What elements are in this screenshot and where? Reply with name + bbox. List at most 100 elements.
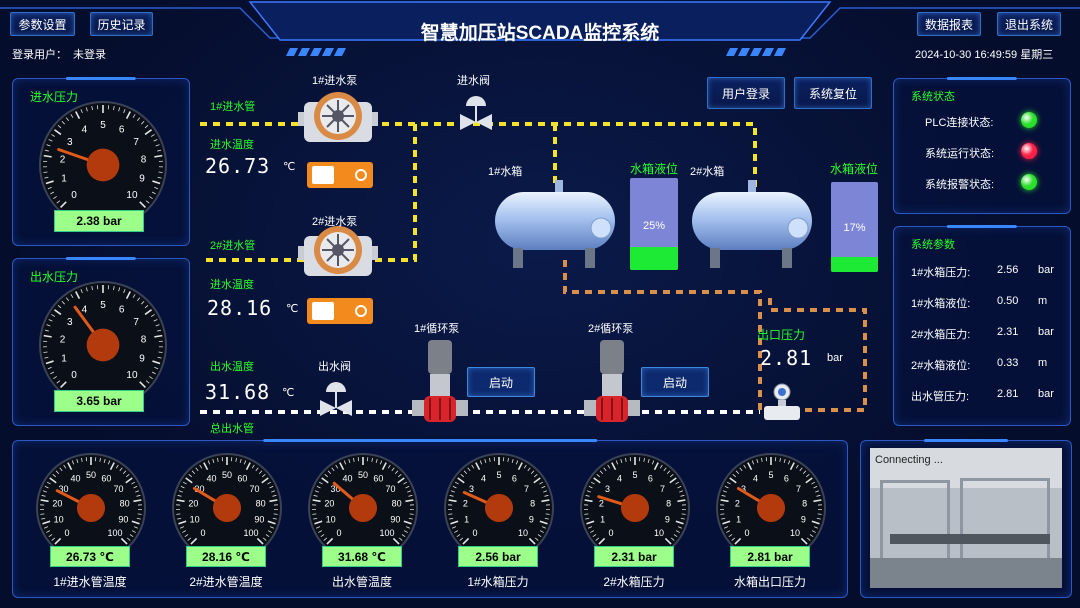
gauge-tick bbox=[239, 458, 242, 463]
gauge-tick bbox=[592, 534, 597, 537]
gauge-tick bbox=[125, 477, 133, 484]
outlet-valve-label: 出水阀 bbox=[318, 361, 351, 373]
gauge-tick bbox=[596, 473, 601, 478]
gauge-tick bbox=[408, 494, 413, 497]
gauge-tick bbox=[348, 458, 351, 463]
gauge-tick bbox=[449, 517, 454, 520]
gauge-tick bbox=[61, 120, 65, 125]
gauge-tick bbox=[381, 462, 387, 471]
gauge-tick-label: 4 bbox=[481, 474, 486, 484]
gauge-tick-label: 70 bbox=[113, 484, 123, 494]
gauge-tick bbox=[545, 513, 550, 515]
circ-pump-2-icon[interactable] bbox=[582, 338, 642, 430]
system-reset-button[interactable]: 系统复位 bbox=[794, 77, 872, 109]
gauge-tick bbox=[207, 460, 211, 465]
gauge-tick bbox=[527, 467, 531, 472]
gauge-tick bbox=[314, 490, 319, 493]
gauge-tick bbox=[467, 467, 471, 472]
gauge-tick bbox=[720, 513, 725, 515]
level2-bar: 17% bbox=[831, 182, 878, 272]
gauge-tick bbox=[267, 530, 272, 533]
gauge-tick bbox=[57, 125, 62, 129]
gauge-tick-label: 2 bbox=[735, 499, 740, 509]
gauge-tick bbox=[471, 464, 475, 469]
camera-feed[interactable]: Connecting ... bbox=[870, 448, 1062, 588]
gauge-tick-label: 4 bbox=[753, 474, 758, 484]
gauge-tick bbox=[61, 300, 65, 305]
gauge-tick bbox=[157, 329, 162, 332]
gauge-tick bbox=[675, 520, 684, 525]
flow-meter-icon bbox=[764, 383, 800, 420]
gauge-tick-label: 1 bbox=[61, 354, 67, 365]
gauge-tick bbox=[729, 477, 737, 484]
gauge-tick bbox=[537, 534, 542, 537]
gauge-label: 进水压力 bbox=[30, 90, 79, 104]
gauge-tick bbox=[75, 111, 81, 120]
gauge-tick bbox=[153, 319, 158, 322]
outlet-valve-icon[interactable] bbox=[318, 380, 354, 420]
gauge-hub bbox=[86, 148, 120, 182]
gauge-tick bbox=[679, 490, 684, 493]
gauge-tick bbox=[789, 462, 795, 471]
gauge-tick bbox=[511, 458, 514, 463]
out-pressure-value: 2.81 bbox=[760, 346, 813, 370]
settings-button[interactable]: 参数设置 bbox=[10, 12, 75, 36]
exit-button[interactable]: 退出系统 bbox=[997, 12, 1061, 36]
gauge-tick bbox=[107, 460, 111, 465]
gauge-tick bbox=[144, 125, 149, 129]
gauge-tick bbox=[191, 470, 196, 475]
gauge-tick bbox=[149, 196, 153, 200]
tank1-icon bbox=[495, 180, 615, 268]
gauge-tick bbox=[398, 537, 403, 541]
temp2-label: 进水温度 bbox=[210, 279, 254, 291]
gauge-tick bbox=[81, 457, 83, 462]
gauge-tick bbox=[675, 530, 680, 533]
gauge-tick bbox=[408, 517, 413, 520]
gauge-tick bbox=[212, 458, 215, 463]
gauge-tick bbox=[462, 537, 470, 545]
gauge-tick bbox=[593, 477, 601, 484]
param-unit: m bbox=[1038, 357, 1048, 369]
gauge-tick-label: 1 bbox=[61, 174, 67, 185]
alarm-status-led bbox=[1021, 174, 1037, 190]
gauge-tick bbox=[677, 485, 682, 489]
gauge-tick bbox=[49, 477, 57, 484]
gauge-tick bbox=[449, 494, 454, 497]
gauge-tick bbox=[48, 139, 53, 142]
gauge-tick bbox=[320, 534, 325, 537]
gauge-tick bbox=[67, 462, 73, 471]
gauge-tick bbox=[806, 537, 811, 541]
gauge-tick bbox=[802, 470, 807, 475]
inlet-valve-icon[interactable] bbox=[458, 94, 494, 134]
gauge-tick bbox=[316, 485, 321, 489]
gauge-tick bbox=[539, 481, 544, 485]
gauge-tick-label: 7 bbox=[133, 317, 139, 328]
gauge-tick bbox=[267, 481, 272, 485]
gauge-tick bbox=[454, 530, 459, 533]
gauge-tick bbox=[272, 494, 277, 497]
gauge-tick bbox=[57, 305, 62, 309]
gauge-tick bbox=[132, 114, 136, 118]
report-button[interactable]: 数据报表 bbox=[917, 12, 981, 36]
pump2-toggle[interactable] bbox=[307, 298, 373, 324]
history-button[interactable]: 历史记录 bbox=[90, 12, 153, 36]
inlet-pump-1-icon[interactable] bbox=[298, 88, 378, 148]
circ1-start-button[interactable]: 启动 bbox=[467, 367, 535, 397]
datetime: 2024-10-30 16:49:59 星期三 bbox=[915, 49, 1054, 61]
inlet-pressure-value: 2.38 bar bbox=[54, 210, 144, 232]
gauge-tick-label: 0 bbox=[200, 528, 205, 538]
pump1-toggle[interactable] bbox=[307, 162, 373, 188]
circ2-start-button[interactable]: 启动 bbox=[641, 367, 709, 397]
gauge-tick bbox=[53, 196, 57, 200]
inlet-pump-2-icon[interactable] bbox=[298, 222, 378, 282]
user-login-button[interactable]: 用户登录 bbox=[707, 77, 785, 109]
gauge-tick bbox=[113, 285, 115, 291]
gauge-tick bbox=[60, 381, 67, 388]
gauge-tick bbox=[70, 294, 74, 298]
gauge-tick bbox=[272, 517, 277, 520]
circ-pump-1-icon[interactable] bbox=[410, 338, 470, 430]
gauge-tick bbox=[598, 537, 606, 545]
